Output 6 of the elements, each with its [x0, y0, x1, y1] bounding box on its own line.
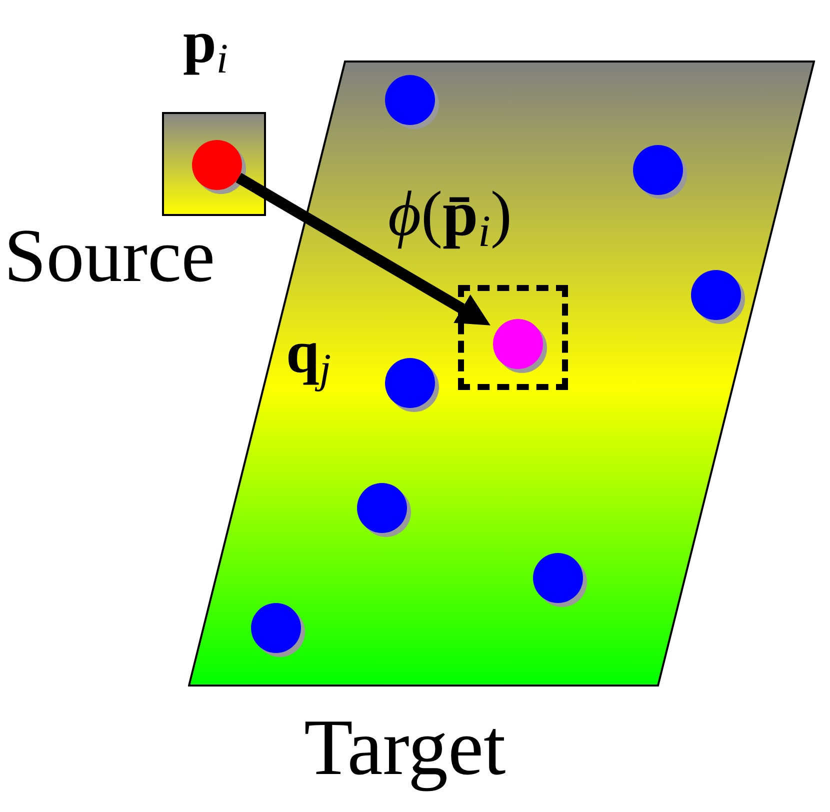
dashed-box	[458, 285, 568, 390]
region-label: Source	[4, 218, 216, 294]
math-label: p$_{i}$	[183, 12, 228, 80]
math-label: ϕ(p̄$_{i}$)	[388, 182, 512, 254]
math-label: q$_{j}$	[286, 322, 332, 390]
arrow	[236, 172, 490, 326]
